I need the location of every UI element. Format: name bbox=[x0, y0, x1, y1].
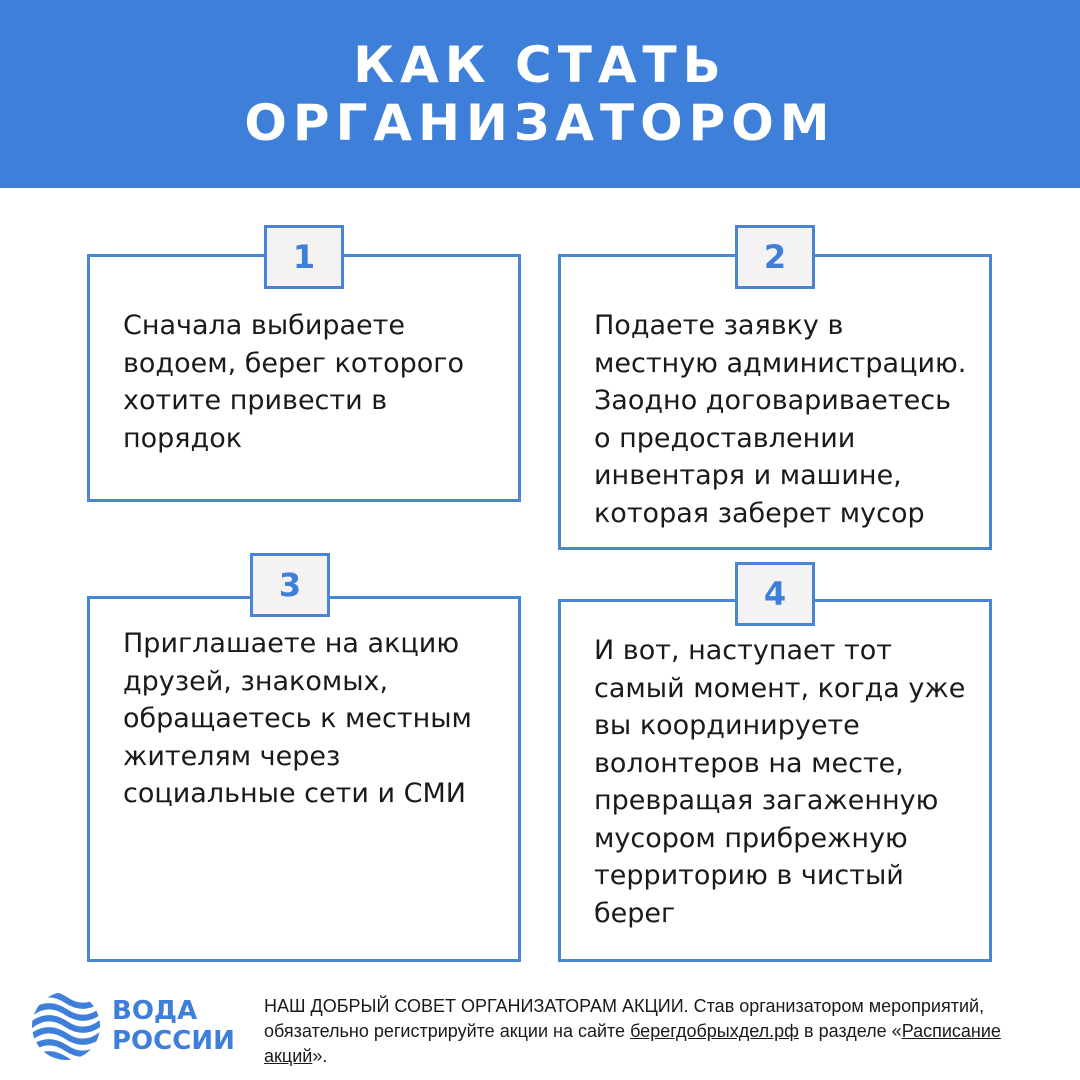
step-4-text: И вот, наступает тот самый момент, когда… bbox=[594, 635, 966, 929]
step-card-2: Подаете заявку в местную администрацию. … bbox=[558, 254, 992, 550]
page-title-line-1: КАК СТАТЬ bbox=[353, 36, 727, 94]
logo-wordmark: ВОДА РОССИИ bbox=[112, 996, 235, 1056]
step-4-number-badge: 4 bbox=[735, 562, 815, 626]
step-2-text: Подаете заявку в местную администрацию. … bbox=[594, 310, 967, 529]
step-card-4: И вот, наступает тот самый момент, когда… bbox=[558, 599, 992, 962]
footer-note: НАШ ДОБРЫЙ СОВЕТ ОРГАНИЗАТОРАМ АКЦИИ. Ст… bbox=[264, 994, 1064, 1069]
site-link[interactable]: берегдобрыхдел.рф bbox=[630, 1021, 799, 1041]
step-3-number-badge: 3 bbox=[250, 553, 330, 617]
wave-globe-icon bbox=[32, 992, 100, 1060]
step-2-number-badge: 2 bbox=[735, 225, 815, 289]
voda-rossii-logo: ВОДА РОССИИ bbox=[30, 990, 245, 1065]
step-1-text: Сначала выбираете водоем, берег которого… bbox=[123, 310, 464, 454]
step-3-text: Приглашаете на акцию друзей, знакомых, о… bbox=[123, 628, 472, 809]
step-1-number-badge: 1 bbox=[264, 225, 344, 289]
step-card-3: Приглашаете на акцию друзей, знакомых, о… bbox=[87, 596, 521, 962]
footer-text-part-3: ». bbox=[312, 1046, 328, 1066]
footer-text-part-2: в разделе « bbox=[799, 1021, 902, 1041]
header-banner: КАК СТАТЬ ОРГАНИЗАТОРОМ bbox=[0, 0, 1080, 188]
schedule-section-link[interactable]: Расписание акций bbox=[264, 1021, 1001, 1066]
footer-text-part-1: НАШ ДОБРЫЙ СОВЕТ ОРГАНИЗАТОРАМ АКЦИИ. Ст… bbox=[264, 996, 985, 1041]
step-card-1: Сначала выбираете водоем, берег которого… bbox=[87, 254, 521, 502]
page-title-line-2: ОРГАНИЗАТОРОМ bbox=[244, 94, 836, 152]
